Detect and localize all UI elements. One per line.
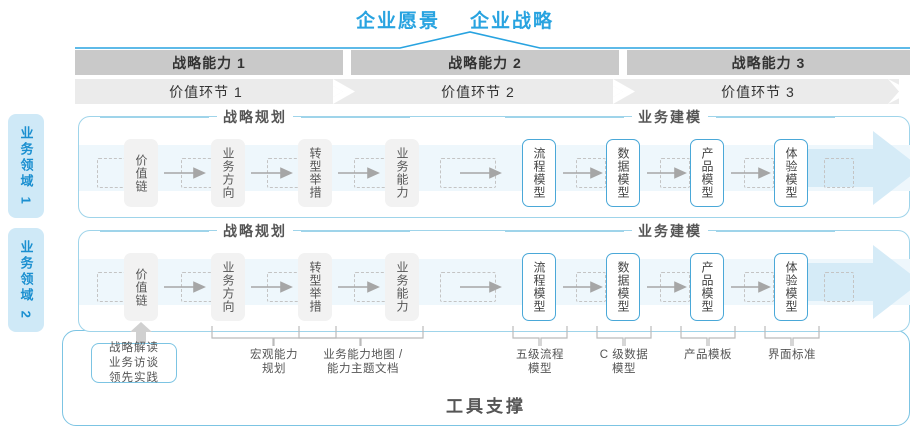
row-1-section-planning: 战略规划: [100, 107, 410, 127]
row-1-arrow-6: [647, 167, 687, 179]
row-2-section-planning: 战略规划: [100, 221, 410, 241]
row-1-arrow-4: [460, 167, 502, 179]
value-notch-1: [333, 79, 355, 104]
annotation-product-template: 产品模板: [684, 349, 732, 361]
section-label-planning: 战略规划: [217, 221, 293, 241]
capability-gap-2: [619, 50, 627, 75]
row-1-node-business-capability[interactable]: 业务能力: [385, 139, 419, 207]
row-2-placeholder-8: [824, 272, 854, 302]
row-1-flow-arrow: [801, 131, 910, 205]
sec-line-left: [100, 116, 209, 118]
row-1-section-modeling: 业务建模: [505, 107, 835, 127]
sec-line-left: [505, 116, 624, 118]
row-2-node-process-model[interactable]: 流程模型: [522, 253, 556, 321]
row-2-arrow-6: [647, 281, 687, 293]
section-label-modeling: 业务建模: [632, 107, 708, 127]
row-1-arrow-7: [731, 167, 771, 179]
sec-line-left: [100, 230, 209, 232]
row-2-node-business-direction[interactable]: 业务方向: [211, 253, 245, 321]
section-label-modeling: 业务建模: [632, 221, 708, 241]
ann-line-3: 领先实践: [109, 371, 159, 384]
row-1-node-transformation[interactable]: 转型举措: [298, 139, 332, 207]
row-2-flow-arrow: [801, 245, 910, 319]
row-1-node-value-chain[interactable]: 价值链: [124, 139, 158, 207]
annotation-capability-map: 业务能力地图 /能力主题文档: [323, 349, 403, 375]
value-chain-bar: 价值环节 1 价值环节 2 价值环节 3: [75, 79, 910, 104]
row-2-arrow-2: [251, 281, 293, 293]
sec-line-right: [716, 116, 835, 118]
sec-line-left: [505, 230, 624, 232]
value-chain-up-arrow: [130, 322, 152, 344]
annotation-ui-standard: 界面标准: [768, 349, 816, 361]
value-cell-2[interactable]: 价值环节 2: [441, 83, 515, 100]
bracket-process-model: [512, 326, 568, 346]
row-2-node-business-capability[interactable]: 业务能力: [385, 253, 419, 321]
capability-cell-2[interactable]: 战略能力 2: [351, 50, 619, 75]
row-2-node-product-model[interactable]: 产品模型: [690, 253, 724, 321]
row-1-arrow-2: [251, 167, 293, 179]
row-1-arrow-3: [338, 167, 380, 179]
row-1-node-experience-model[interactable]: 体验模型: [774, 139, 808, 207]
row-2-node-transformation[interactable]: 转型举措: [298, 253, 332, 321]
annotation-macro-capability: 宏观能力规划: [250, 349, 298, 375]
bracket-product-template: [680, 326, 736, 346]
row-2-arrow-1: [164, 281, 206, 293]
top-title-group: 企业愿景 企业战略: [0, 6, 910, 33]
ann-line-1: 战略解读: [109, 341, 159, 354]
row-1-node-business-direction[interactable]: 业务方向: [211, 139, 245, 207]
enterprise-vision-title: 企业愿景: [355, 11, 440, 32]
value-notch-2: [613, 79, 635, 104]
sec-line-right: [301, 116, 410, 118]
ann-line-2: 业务访谈: [109, 356, 159, 369]
value-cell-1[interactable]: 价值环节 1: [169, 83, 243, 100]
capability-gap-1: [343, 50, 351, 75]
annotation-box-strategy-inputs[interactable]: 战略解读 业务访谈 领先实践: [91, 341, 177, 384]
row-2-arrow-3: [338, 281, 380, 293]
annotation-process-model: 五级流程模型: [516, 349, 564, 375]
row-2-section-modeling: 业务建模: [505, 221, 835, 241]
row-1-node-product-model[interactable]: 产品模型: [690, 139, 724, 207]
row-2-arrow-4: [460, 281, 502, 293]
row-2-arrow-7: [731, 281, 771, 293]
bracket-ui-standard: [764, 326, 820, 346]
sec-line-right: [301, 230, 410, 232]
row-2-node-value-chain[interactable]: 价值链: [124, 253, 158, 321]
footer-title: 工具支撑: [446, 397, 526, 416]
peak-connector-line: [75, 31, 910, 49]
row-2-node-data-model[interactable]: 数据模型: [606, 253, 640, 321]
capability-cell-3[interactable]: 战略能力 3: [627, 50, 910, 75]
bracket-data-model: [596, 326, 652, 346]
row-2-arrow-5: [563, 281, 603, 293]
sidebar-item-domain-2[interactable]: 业务领域 2: [8, 228, 44, 332]
capability-bar: 战略能力 1 战略能力 2 战略能力 3: [75, 50, 910, 75]
sidebar-item-domain-1[interactable]: 业务领域 1: [8, 114, 44, 218]
section-label-planning: 战略规划: [217, 107, 293, 127]
row-1-node-process-model[interactable]: 流程模型: [522, 139, 556, 207]
row-1-arrow-5: [563, 167, 603, 179]
capability-cell-1[interactable]: 战略能力 1: [75, 50, 343, 75]
sec-line-right: [716, 230, 835, 232]
value-bar-background: [75, 79, 910, 104]
enterprise-strategy-title: 企业战略: [470, 11, 555, 32]
value-notch-end: [888, 79, 910, 104]
row-1-placeholder-8: [824, 158, 854, 188]
row-2-node-experience-model[interactable]: 体验模型: [774, 253, 808, 321]
annotation-data-model: C 级数据模型: [599, 349, 649, 375]
value-cell-3[interactable]: 价值环节 3: [721, 83, 795, 100]
bracket-capability-map: [298, 326, 424, 346]
row-1-node-data-model[interactable]: 数据模型: [606, 139, 640, 207]
row-1-arrow-1: [164, 167, 206, 179]
